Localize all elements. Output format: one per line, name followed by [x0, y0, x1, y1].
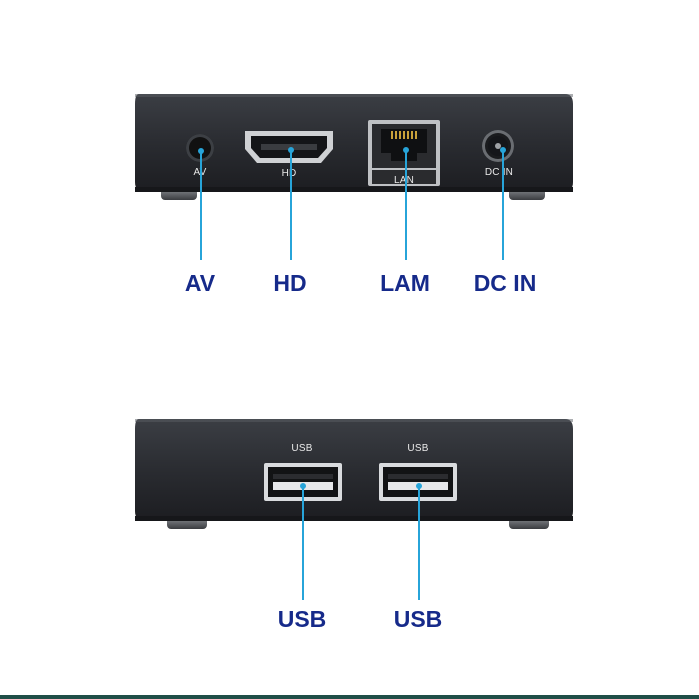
lan-port — [367, 119, 441, 187]
dc-in-leader-line — [502, 150, 504, 260]
bottom-edge-strip — [0, 695, 699, 699]
callout-lam: LAM — [380, 270, 430, 296]
tv-box-side-panel: USB USB — [133, 417, 575, 533]
dc-in-jack — [482, 130, 514, 162]
callout-av: AV — [184, 270, 216, 296]
av-leader-line — [200, 150, 202, 260]
callout-dc-in: DC IN — [473, 270, 537, 296]
usb-2-leader-line — [418, 485, 420, 600]
lan-leader-line — [405, 150, 407, 260]
dc-in-port-caption: DC IN — [484, 167, 514, 178]
hd-leader-line — [290, 150, 292, 260]
hdmi-port-caption: HD — [281, 168, 297, 179]
usb-1-leader-line — [302, 485, 304, 600]
callout-usb-2: USB — [393, 606, 443, 632]
av-port-caption: AV — [189, 167, 211, 178]
lan-port-caption: LAN — [393, 175, 415, 186]
callout-hd: HD — [273, 270, 307, 296]
callout-usb-1: USB — [277, 606, 327, 632]
usb-port-1-caption: USB — [291, 443, 313, 454]
usb-port-2-caption: USB — [407, 443, 429, 454]
